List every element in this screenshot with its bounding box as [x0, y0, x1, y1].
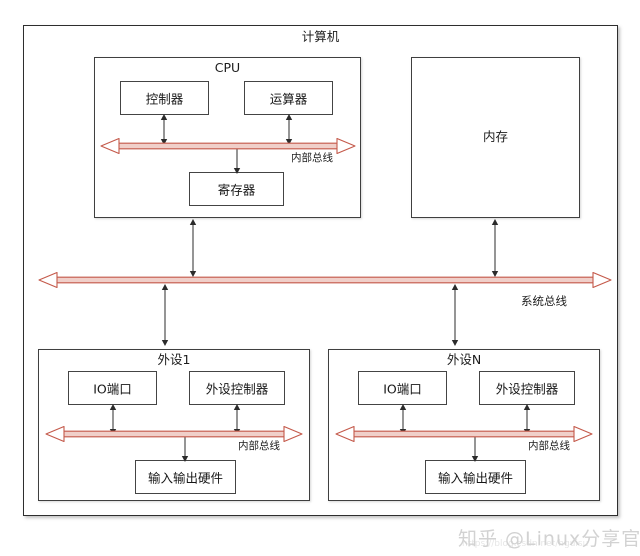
memory-container [411, 57, 580, 218]
peripheral-n-title: 外设N [446, 352, 482, 367]
watermark-url: https://blog.csdn.net/hguisu [462, 539, 589, 549]
peripheral-n-internal-bus-label: 内部总线 [528, 440, 570, 452]
cpu-internal-bus-label: 内部总线 [291, 152, 333, 164]
peripheral-n-io-port-label: IO端口 [383, 381, 422, 397]
cpu-register-box: 寄存器 [189, 172, 284, 206]
cpu-alu-box: 运算器 [244, 81, 333, 115]
memory-title: 内存 [482, 129, 508, 144]
peripheral-1-io-hardware-box: 输入输出硬件 [135, 460, 236, 494]
peripheral-1-controller-label: 外设控制器 [205, 381, 269, 397]
cpu-controller-box: 控制器 [120, 81, 209, 115]
peripheral-1-io-hardware-label: 输入输出硬件 [147, 470, 223, 486]
peripheral-1-io-port-box: IO端口 [68, 371, 157, 405]
peripheral-n-io-hardware-box: 输入输出硬件 [425, 460, 526, 494]
cpu-title: CPU [214, 60, 241, 75]
cpu-controller-label: 控制器 [145, 91, 184, 107]
peripheral-n-controller-label: 外设控制器 [495, 381, 559, 397]
peripheral-1-io-port-label: IO端口 [93, 381, 132, 397]
peripheral-n-io-port-box: IO端口 [358, 371, 447, 405]
computer-title: 计算机 [301, 29, 340, 44]
peripheral-1-controller-box: 外设控制器 [189, 371, 285, 405]
peripheral-n-controller-box: 外设控制器 [479, 371, 575, 405]
peripheral-1-internal-bus-label: 内部总线 [238, 440, 280, 452]
system-bus-label: 系统总线 [521, 294, 567, 308]
peripheral-1-title: 外设1 [157, 352, 191, 367]
watermark-text: 知乎 @Linux分享官 [458, 528, 640, 550]
cpu-alu-label: 运算器 [269, 91, 308, 107]
peripheral-n-io-hardware-label: 输入输出硬件 [437, 470, 513, 486]
cpu-register-label: 寄存器 [217, 182, 256, 198]
